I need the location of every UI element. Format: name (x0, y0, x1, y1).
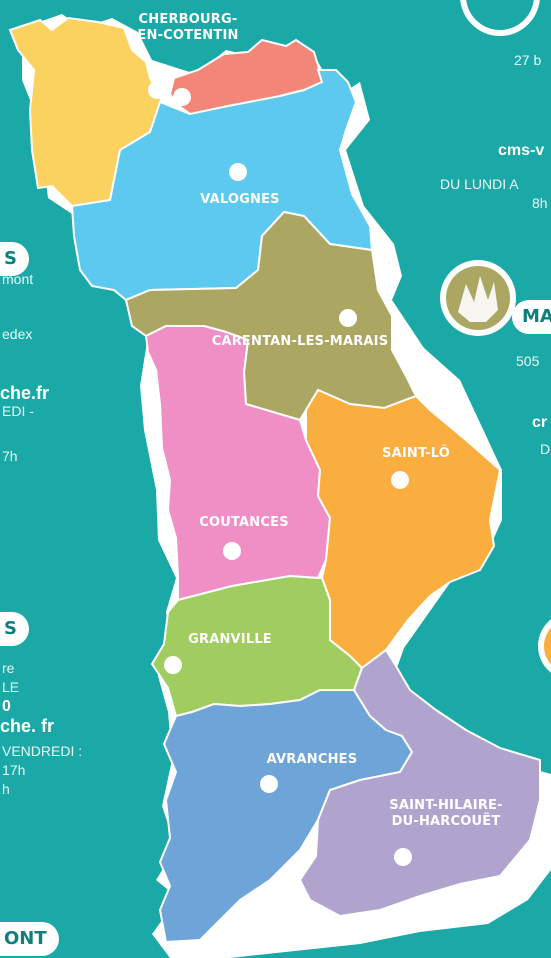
left-hours-2: 7h (2, 448, 18, 464)
label-cherbourg-line2: EN-COTENTIN (137, 28, 239, 43)
dot-cherbourg-1 (148, 81, 166, 99)
label-carentan: CARENTAN-LES-MARAIS (211, 334, 389, 349)
right-email-2: cr (532, 414, 548, 431)
right-hours-2: 8h (532, 195, 548, 211)
left-hours-3: VENDREDI : (2, 743, 83, 759)
label-granville: GRANVILLE (188, 632, 272, 647)
label-cherbourg: CHERBOURG- EN-COTENTIN (137, 12, 238, 44)
label-coutances: COUTANCES (199, 515, 289, 530)
hands-glyph-ma (458, 276, 498, 322)
right-address-2: 505 (516, 353, 540, 369)
left-email-1: che.fr (0, 383, 50, 403)
dot-avranches (260, 775, 278, 793)
left-hours-1: EDI - (2, 403, 34, 419)
right-hours-1: DU LUNDI A (440, 176, 519, 192)
dot-valognes (229, 163, 247, 181)
dot-carentan (339, 309, 357, 327)
left-line-4: LE (2, 679, 20, 695)
left-badge-2: S (0, 612, 29, 646)
label-saint-lo: SAINT-LÔ (382, 446, 450, 461)
right-hours-3: D (540, 441, 551, 457)
label-cherbourg-line1: CHERBOURG- (138, 12, 238, 27)
dot-cherbourg-2 (173, 88, 191, 106)
left-line-5: 0 (2, 698, 11, 715)
left-line-2: edex (2, 326, 33, 342)
left-email-2: che. fr (0, 716, 55, 736)
label-saint-hilaire-line1: SAINT-HILAIRE- (389, 798, 503, 813)
orange-badge-icon-inner (544, 627, 551, 665)
label-saint-hilaire: SAINT-HILAIRE- DU-HARCOUËT (389, 798, 502, 830)
left-badge-1: S (0, 242, 29, 276)
hands-icon-top-inner (466, 0, 534, 30)
dot-saint-lo (391, 471, 409, 489)
left-line-3: re (2, 660, 15, 676)
region-saint-hilaire (298, 648, 541, 918)
left-hours-5: h (2, 781, 10, 797)
left-hours-4: 17h (2, 762, 26, 778)
label-saint-hilaire-line2: DU-HARCOUËT (391, 814, 501, 829)
region-coutances (144, 325, 332, 602)
label-avranches: AVRANCHES (266, 752, 358, 767)
label-valognes: VALOGNES (200, 192, 280, 207)
region-saint-lo (305, 388, 502, 670)
dot-granville (164, 656, 182, 674)
dot-saint-hilaire (394, 848, 412, 866)
dot-coutances (223, 542, 241, 560)
left-badge-3: ONT (0, 922, 59, 956)
left-line-1: mont (2, 271, 34, 287)
right-email-1: cms-v (498, 142, 545, 159)
right-address-1: 27 b (514, 52, 542, 68)
right-badge-ma: MA (512, 300, 551, 334)
